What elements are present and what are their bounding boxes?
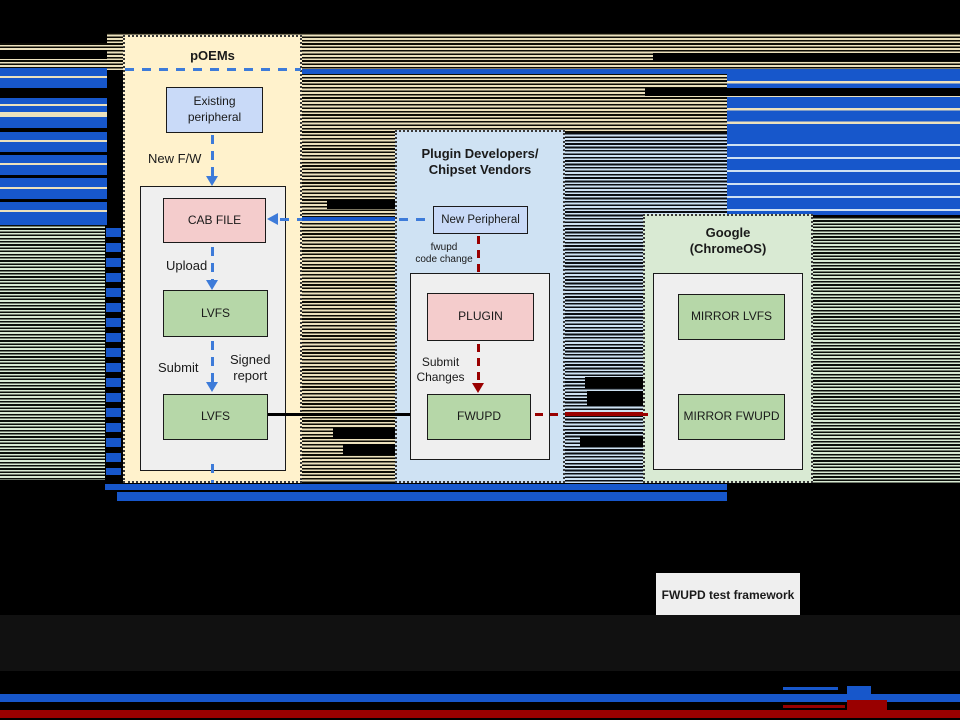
glitch-lightblue-stripes-upper xyxy=(643,133,727,215)
glitch-line xyxy=(0,128,107,132)
glitch-black-bar xyxy=(0,50,107,59)
node-cab-file: CAB FILE xyxy=(163,198,266,243)
glitch-blue-bar-bottom xyxy=(0,694,960,702)
arrow-codechange-line xyxy=(477,236,480,283)
arrow-upload-line xyxy=(211,247,214,281)
node-plugin: PLUGIN xyxy=(427,293,534,341)
lane-google-title: Google (ChromeOS) xyxy=(689,225,767,257)
arrow-newfw-head xyxy=(206,176,218,186)
glitch-blue-line-full xyxy=(302,69,960,74)
glitch-black-bar xyxy=(333,428,395,439)
node-lvfs-lower: LVFS xyxy=(163,394,268,440)
glitch-line xyxy=(0,210,107,212)
arrow-upload-head xyxy=(206,280,218,290)
node-new-peripheral: New Peripheral xyxy=(433,206,528,234)
glitch-line xyxy=(0,199,107,202)
glitch-black-bar xyxy=(585,377,643,388)
node-existing-peripheral: Existing peripheral xyxy=(166,87,263,133)
glitch-tan-stripes-upper xyxy=(395,70,727,133)
glitch-blue-lb-lines xyxy=(727,133,960,215)
glitch-lightblue-stripes-mid xyxy=(565,133,643,483)
arrow-submitchanges-head xyxy=(472,383,484,393)
arrow-stub-line xyxy=(211,464,214,483)
glitch-solid-segment-red xyxy=(565,412,643,416)
glitch-blue-tan-lines xyxy=(727,70,960,133)
arrow-lvfs-fwupd-line xyxy=(268,413,418,416)
glitch-line xyxy=(0,175,107,178)
poems-divider-dashed-line xyxy=(125,68,301,71)
edge-label-upload: Upload xyxy=(166,258,208,273)
node-fwupd: FWUPD xyxy=(427,394,531,440)
glitch-black-bar xyxy=(327,200,395,209)
glitch-red-bar-bottom xyxy=(0,710,960,718)
node-lvfs-upper: LVFS xyxy=(163,290,268,337)
glitch-darkgray-band xyxy=(0,615,960,671)
glitch-black-bar xyxy=(653,53,960,61)
node-mirror-lvfs: MIRROR LVFS xyxy=(678,294,785,340)
glitch-line xyxy=(0,76,107,78)
glitch-black-bar xyxy=(587,391,643,406)
glitch-line xyxy=(0,152,107,155)
arrow-newfw-line xyxy=(211,135,214,177)
glitch-green-stripes-left xyxy=(0,225,105,480)
glitch-blue-dash-column xyxy=(106,228,121,475)
edge-label-submit-changes: Submit Changes xyxy=(416,355,465,384)
glitch-tan-stripes-gap xyxy=(302,70,395,483)
glitch-black-bar xyxy=(645,88,960,96)
glitch-blue-bar xyxy=(117,492,727,501)
arrow-newperipheral-cabfile-head xyxy=(267,213,278,225)
glitch-black-bar xyxy=(0,33,107,43)
node-fwupd-test-framework: FWUPD test framework xyxy=(656,573,800,617)
node-mirror-fwupd: MIRROR FWUPD xyxy=(678,394,785,440)
edge-label-fwupd-code-change: fwupd code change xyxy=(415,242,473,265)
glitch-black-bar xyxy=(580,436,643,447)
arrow-submitchanges-line xyxy=(477,344,480,384)
glitch-green-stripes-right xyxy=(813,217,960,483)
glitch-blue-line-small xyxy=(783,687,838,690)
glitch-red-line-small xyxy=(783,705,845,708)
glitch-black-bar xyxy=(0,88,107,98)
edge-label-submit: Submit xyxy=(158,360,199,375)
edge-label-signed-report: Signed report xyxy=(230,352,271,384)
glitch-line xyxy=(0,187,107,189)
arrow-submit-line xyxy=(211,341,214,383)
edge-label-new-fw: New F/W xyxy=(148,151,202,166)
glitch-solid-segment-blue xyxy=(302,217,395,221)
glitch-line xyxy=(0,104,107,106)
glitch-line xyxy=(0,112,107,117)
arrow-submit-head xyxy=(206,382,218,392)
glitch-line xyxy=(0,163,107,165)
glitch-black-bar xyxy=(343,444,395,455)
lane-plugin-title: Plugin Developers/ Chipset Vendors xyxy=(421,146,539,178)
lane-poems-title: pOEMs xyxy=(190,48,235,63)
glitch-blue-bar xyxy=(105,484,727,490)
glitch-line xyxy=(0,140,107,142)
glitch-red-square xyxy=(847,700,887,710)
